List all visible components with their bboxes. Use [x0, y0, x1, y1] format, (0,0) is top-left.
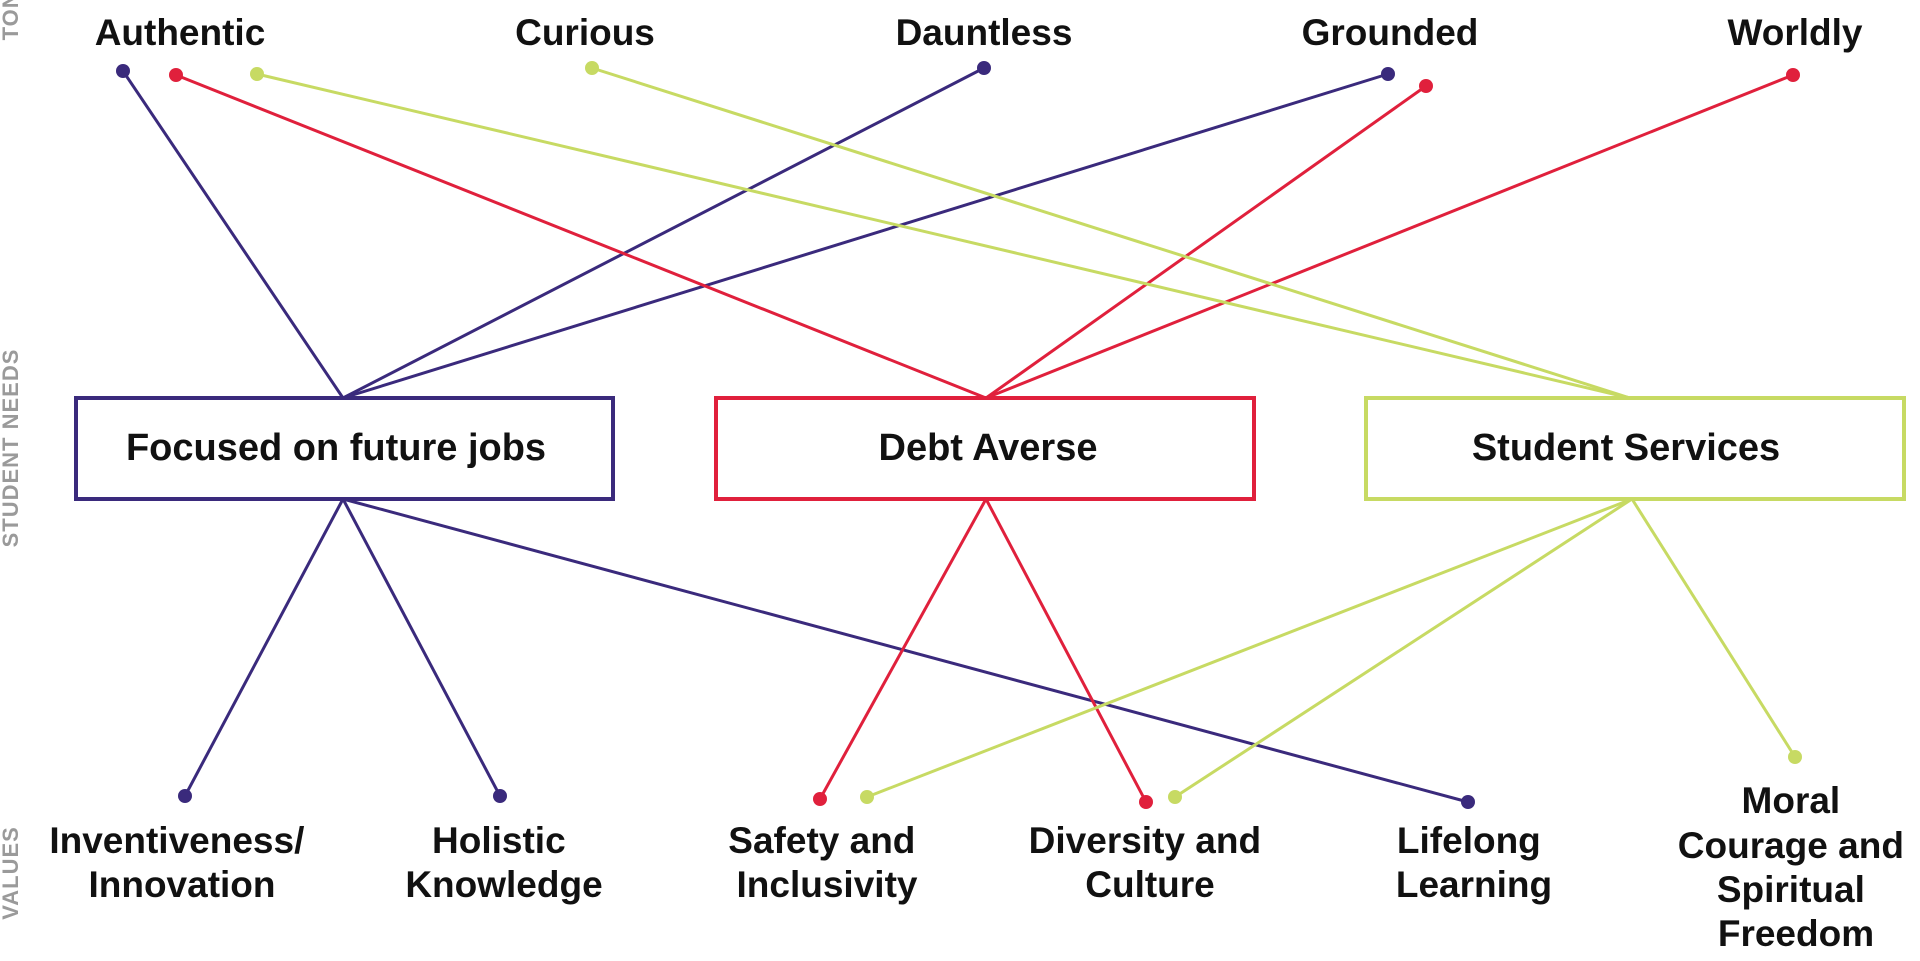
connector-jobs-holistic — [341, 498, 502, 797]
value-moral-line-2: Courage and — [1678, 825, 1904, 866]
endpoint-dot-debt-safety — [813, 792, 827, 806]
endpoint-dot-services-safety — [860, 790, 874, 804]
value-diversity: Diversity and Culture — [1029, 820, 1272, 905]
connector-services-authentic — [256, 72, 1631, 400]
row-label-values: VALUES — [0, 826, 23, 920]
value-holistic-line-2: Knowledge — [405, 864, 602, 905]
endpoint-dot-services-moral — [1788, 750, 1802, 764]
need-label-services: Student Services — [1472, 427, 1780, 469]
value-safety-line-1: Safety and — [728, 820, 915, 861]
endpoint-dot-jobs-lifelong — [1461, 795, 1475, 809]
row-label-tone: TONE — [0, 0, 23, 40]
value-moral-line-3: Spiritual — [1717, 869, 1865, 910]
need-label-jobs: Focused on future jobs — [126, 427, 546, 469]
value-safety-line-2: Inclusivity — [737, 864, 918, 905]
value-moral-line-1: Moral — [1742, 780, 1841, 821]
endpoint-dot-debt-diversity — [1139, 795, 1153, 809]
need-box-debt-frame — [714, 396, 1256, 501]
value-holistic-line-1: Holistic — [432, 820, 566, 861]
tone-grounded: Grounded — [1302, 12, 1479, 53]
value-innovation-line-2: Innovation — [88, 864, 275, 905]
connector-debt-diversity — [984, 498, 1148, 803]
need-box-jobs-frame — [74, 396, 615, 501]
connector-debt-grounded — [985, 84, 1427, 400]
endpoint-dot-debt-worldly — [1786, 68, 1800, 82]
value-lifelong: Lifelong Learning — [1396, 820, 1552, 905]
endpoint-dot-services-authentic — [250, 67, 264, 81]
value-lifelong-line-1: Lifelong — [1397, 820, 1541, 861]
need-box-services-frame — [1364, 396, 1906, 501]
tone-dauntless: Dauntless — [896, 12, 1073, 53]
endpoint-dot-jobs-innovation — [178, 789, 192, 803]
connector-services-safety — [866, 497, 1633, 799]
tone-authentic: Authentic — [95, 12, 266, 53]
connector-debt-safety — [818, 498, 988, 800]
tone-curious: Curious — [515, 12, 655, 53]
connector-debt-authentic — [175, 73, 987, 400]
tone-worldly: Worldly — [1728, 12, 1863, 53]
endpoint-dot-services-curious — [585, 61, 599, 75]
endpoint-dot-debt-authentic — [169, 68, 183, 82]
connector-services-curious — [591, 66, 1631, 400]
value-moral: Moral Courage and Spiritual Freedom — [1678, 780, 1914, 954]
need-box-services: Student Services — [1364, 396, 1906, 501]
need-label-debt: Debt Averse — [879, 427, 1098, 469]
value-diversity-line-1: Diversity and — [1029, 820, 1261, 861]
connector-jobs-lifelong — [342, 497, 1469, 804]
value-diversity-line-2: Culture — [1085, 864, 1215, 905]
connector-services-moral — [1630, 498, 1797, 758]
endpoint-dot-jobs-authentic — [116, 64, 130, 78]
value-moral-line-4: Freedom — [1718, 913, 1874, 954]
value-lifelong-line-2: Learning — [1396, 864, 1552, 905]
connection-lines — [116, 61, 1802, 809]
row-label-student-needs: STUDENT NEEDS — [0, 349, 23, 548]
connector-services-diversity — [1174, 497, 1633, 799]
connector-debt-worldly — [985, 73, 1794, 400]
endpoint-dot-debt-grounded — [1419, 79, 1433, 93]
value-holistic: Holistic Knowledge — [405, 820, 602, 905]
connector-jobs-grounded — [342, 72, 1389, 400]
endpoint-dot-jobs-dauntless — [977, 61, 991, 75]
need-box-debt: Debt Averse — [714, 396, 1256, 501]
endpoint-dot-jobs-grounded — [1381, 67, 1395, 81]
need-box-jobs: Focused on future jobs — [74, 396, 615, 501]
value-innovation-line-1: Inventiveness/ — [49, 820, 304, 861]
connector-jobs-innovation — [183, 498, 345, 797]
value-innovation: Inventiveness/ Innovation — [49, 820, 314, 905]
endpoint-dot-services-diversity — [1168, 790, 1182, 804]
connector-jobs-authentic — [121, 70, 345, 399]
endpoint-dot-jobs-holistic — [493, 789, 507, 803]
value-safety: Safety and Inclusivity — [728, 820, 925, 905]
connector-jobs-dauntless — [342, 66, 985, 400]
